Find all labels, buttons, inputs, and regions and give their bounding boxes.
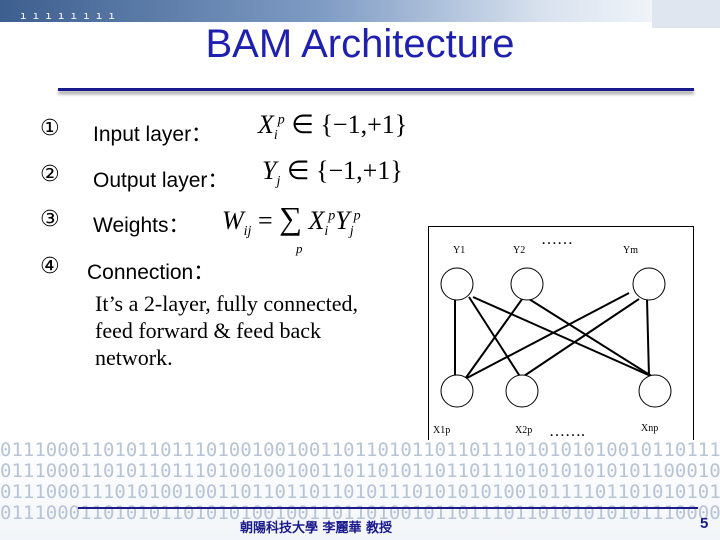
item-label-input-layer: Input layer： <box>93 123 213 146</box>
output-node <box>632 267 666 301</box>
y1-label: Y1 <box>453 245 466 256</box>
formula-eq: = <box>257 206 273 235</box>
bam-network-diagram: Y1 Y2 …… Ym X1p X2p ……. Xnp <box>428 226 694 446</box>
connection-line <box>468 296 522 379</box>
slide-title: BAM Architecture <box>205 22 515 66</box>
formula-sub: i <box>273 128 278 144</box>
formula-ysup: p <box>353 208 361 224</box>
formula-elem: ∈ <box>291 110 314 139</box>
formula-xsup: p <box>328 208 336 224</box>
binary-line: 0111000111010100100110110110110101110101… <box>0 481 720 503</box>
formula-set: {−1,+1} <box>316 156 403 185</box>
title-underline <box>58 88 694 91</box>
output-node <box>440 267 474 301</box>
input-layer-formula: Xip ∈ {−1,+1} <box>258 110 407 144</box>
corner-decor-box <box>652 0 720 28</box>
formula-wsub: ij <box>243 224 252 240</box>
item-number-1: ① <box>40 116 60 141</box>
item-label-connection: Connection： <box>87 261 215 284</box>
input-ellipsis: ……. <box>549 423 585 440</box>
output-ellipsis: …… <box>541 231 573 248</box>
formula-xsub: i <box>324 224 329 240</box>
input-node <box>440 374 474 408</box>
output-node <box>510 267 544 301</box>
binary-line: 0111000110101101110100100100110110101101… <box>0 460 720 482</box>
input-node <box>638 374 672 408</box>
weights-formula: Wij = ∑ XipYjp <box>222 200 361 240</box>
binary-line: 0111000110101101110100100100110110101101… <box>0 440 720 461</box>
item-label-output-layer: Output layer： <box>93 169 229 192</box>
input-node <box>505 374 539 408</box>
formula-elem: ∈ <box>286 156 310 185</box>
formula-w: W <box>222 206 244 235</box>
formula-var: X <box>258 110 274 139</box>
item-number-2: ② <box>40 162 60 187</box>
network-description: It’s a 2-layer, fully connected, feed fo… <box>95 291 359 370</box>
ym-label: Ym <box>623 245 638 256</box>
formula-sup: p <box>277 112 285 128</box>
item-label-weights: Weights： <box>93 214 190 237</box>
x2-label: X2p <box>515 425 533 436</box>
network-svg <box>440 267 672 408</box>
output-layer-formula: Yj ∈ {−1,+1} <box>262 156 403 190</box>
item-number-4: ④ <box>40 254 60 279</box>
y2-label: Y2 <box>513 245 526 256</box>
page-number: 5 <box>700 515 709 532</box>
xn-label: Xnp <box>641 423 659 434</box>
formula-sum-subscript: p <box>296 241 303 256</box>
connection-line <box>464 292 630 380</box>
formula-sum: ∑ <box>279 200 302 236</box>
item-number-3: ③ <box>40 207 60 232</box>
connection-line <box>646 298 650 378</box>
connection-line <box>520 298 640 379</box>
formula-set: {−1,+1} <box>320 110 408 139</box>
formula-x: X <box>308 206 325 235</box>
formula-var: Y <box>262 156 277 185</box>
formula-sub: j <box>276 174 281 190</box>
footer-rule <box>78 507 698 509</box>
footer-credit: 朝陽科技大學 李麗華 教授 <box>240 521 393 536</box>
formula-y: Y <box>335 206 350 235</box>
connection-line <box>472 296 654 378</box>
x1-label: X1p <box>433 425 451 436</box>
binary-background: 0111000110101101110100100100110110101101… <box>0 440 720 540</box>
top-tick-marks: ıııııııı <box>20 9 121 22</box>
top-decor-band <box>0 0 720 22</box>
formula-ysub: j <box>349 224 354 240</box>
connection-line <box>528 298 654 378</box>
